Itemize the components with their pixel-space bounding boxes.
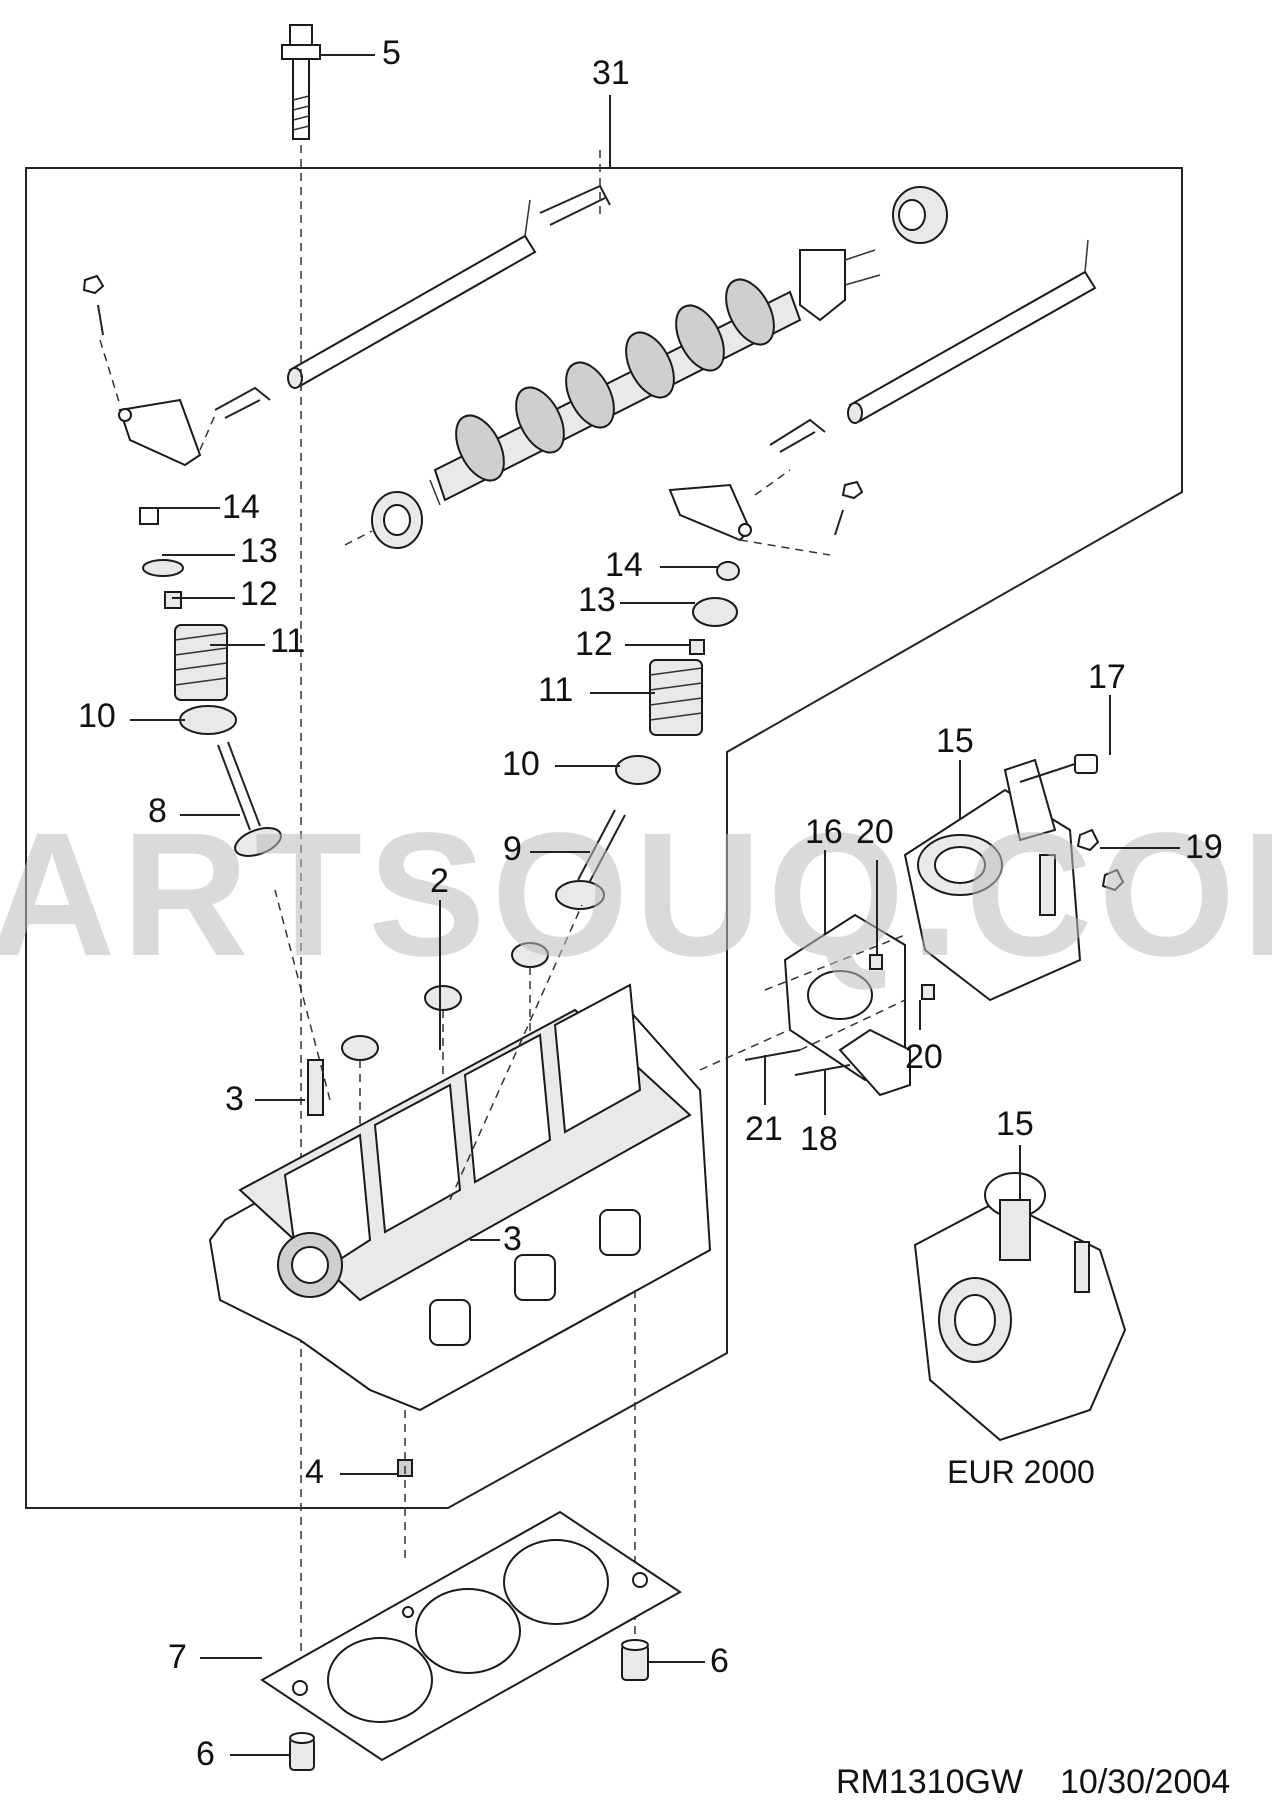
callout-10: 10 [502, 745, 540, 783]
callout-20: 20 [905, 1038, 943, 1076]
rocker-shaft-left [287, 199, 537, 389]
housing-bolt [1019, 754, 1098, 783]
callout-15: 15 [936, 722, 974, 760]
variant-note: EUR 2000 [947, 1454, 1095, 1490]
assembly-frame [25, 167, 1183, 1509]
diagram-date: 10/30/2004 [1060, 1763, 1230, 1801]
callout-14: 14 [605, 546, 643, 584]
callout-21: 21 [745, 1110, 783, 1148]
callout-3: 3 [503, 1220, 522, 1258]
adjust-screw-left [82, 274, 105, 336]
callout-12: 12 [575, 625, 613, 663]
rocker-shaft-right [847, 239, 1097, 424]
valve-train-left [139, 507, 282, 857]
gasket-small [838, 1028, 911, 1097]
leader-lines [130, 54, 1180, 1756]
callout-10: 10 [78, 697, 116, 735]
valve-train-right [555, 561, 740, 910]
callout-19: 19 [1185, 828, 1223, 866]
callout-9: 9 [503, 830, 522, 868]
rocker-clip-left [214, 386, 271, 419]
callout-6: 6 [196, 1735, 215, 1773]
callout-13: 13 [240, 532, 278, 570]
thermostat-housing [903, 758, 1082, 1002]
cylinder-head [208, 983, 712, 1412]
thermostat-housing-eur2000 [913, 1172, 1127, 1442]
callout-6: 6 [710, 1642, 729, 1680]
callout-8: 8 [148, 792, 167, 830]
callout-18: 18 [800, 1120, 838, 1158]
cam-cap-ring [892, 186, 948, 244]
rocker-arm-left [118, 398, 202, 467]
diagram-reference: RM1310GW [836, 1763, 1023, 1801]
dowel-pin-lower-right [621, 1639, 649, 1681]
studs [744, 1049, 851, 1076]
callout-12: 12 [240, 575, 278, 613]
callout-7: 7 [168, 1638, 187, 1676]
cam-plugs [341, 942, 549, 1200]
valve-spring-right [649, 659, 703, 736]
callout-11: 11 [270, 622, 305, 660]
callout-15: 15 [996, 1105, 1034, 1143]
camshaft-oil-seal [371, 491, 423, 549]
rocker-arm-right [668, 483, 752, 542]
callout-16: 16 [805, 813, 843, 851]
valve-spring-left [174, 624, 228, 701]
fork-clip [539, 184, 611, 226]
callout-2: 2 [430, 862, 449, 900]
callout-11: 11 [538, 671, 573, 709]
callout-13: 13 [578, 581, 616, 619]
callout-labels: 5 31 14 13 12 11 10 8 14 13 12 11 10 9 2… [78, 34, 1223, 1773]
watermark: PARTSOUQ.COM [0, 797, 1272, 993]
callout-3: 3 [225, 1080, 244, 1118]
camshaft [429, 278, 802, 506]
callout-17: 17 [1088, 658, 1126, 696]
housing-dowels [869, 954, 935, 1000]
callout-31: 31 [592, 54, 630, 92]
thrust-plate [799, 249, 881, 322]
callout-5: 5 [382, 34, 401, 72]
housing-nuts [1076, 828, 1125, 892]
callout-14: 14 [222, 488, 260, 526]
rocker-clip-right [769, 418, 826, 453]
callout-20: 20 [856, 813, 894, 851]
cylinder-head-gasket [260, 1510, 682, 1762]
callout-4: 4 [305, 1453, 324, 1491]
adjust-screw-right [834, 480, 864, 536]
head-bolt [281, 24, 321, 1680]
dowel-pin-lower-left [289, 1732, 315, 1771]
